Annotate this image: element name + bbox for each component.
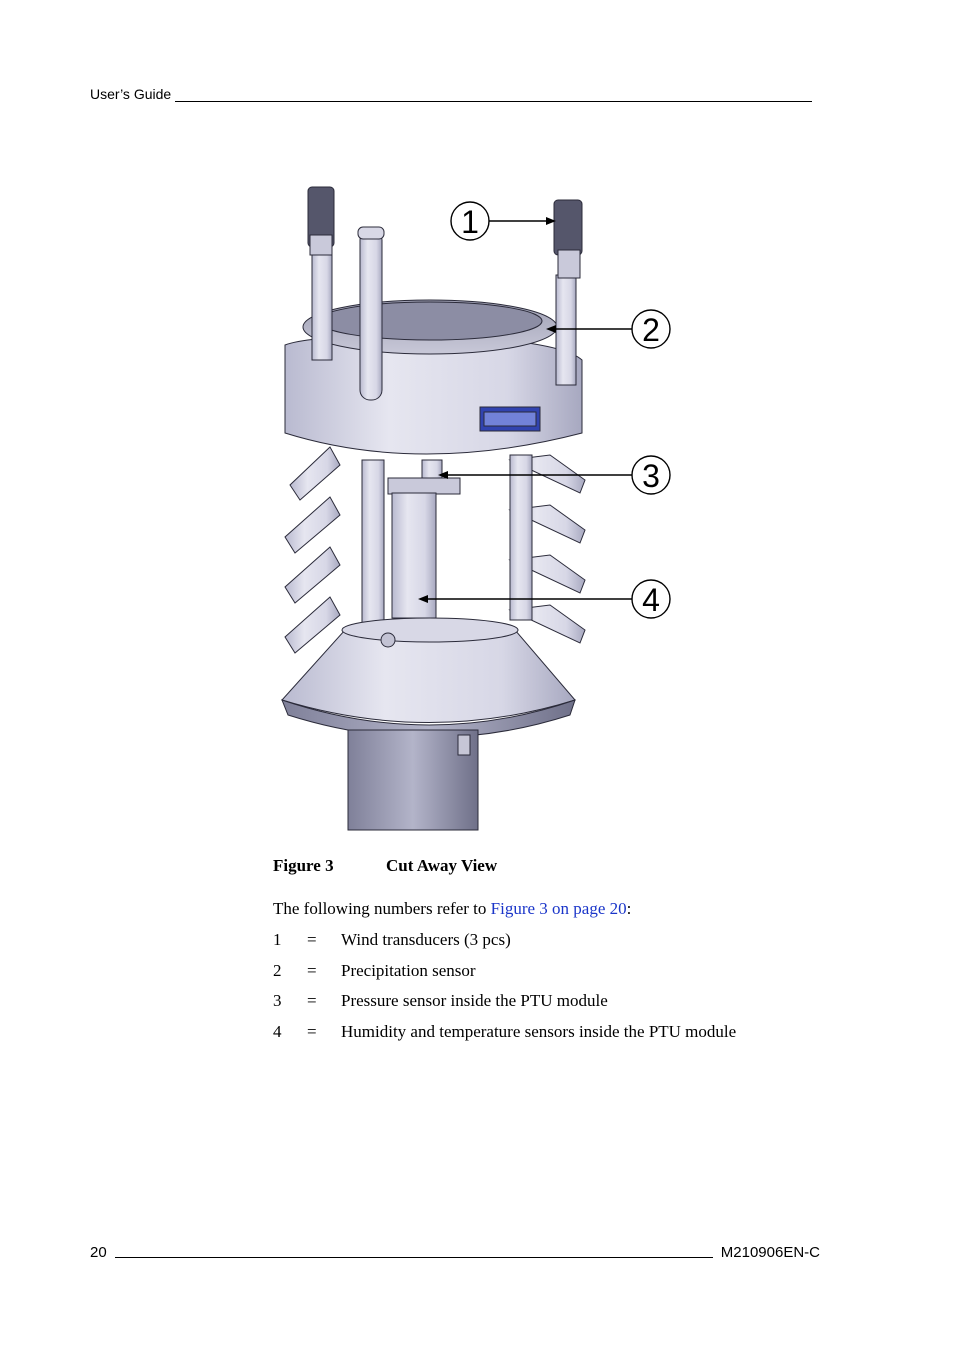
- legend-item: 1 = Wind transducers (3 pcs): [273, 930, 736, 961]
- intro-text: The following numbers refer to: [273, 899, 491, 918]
- device-illustration: [281, 186, 586, 831]
- legend-item-text: Pressure sensor inside the PTU module: [341, 991, 608, 1010]
- figure-caption: Figure 3 Cut Away View: [273, 856, 497, 876]
- legend-item-equals: =: [307, 930, 317, 949]
- legend-item: 4 = Humidity and temperature sensors ins…: [273, 1022, 736, 1053]
- callout-3-arrowhead: [438, 471, 448, 479]
- page-footer: 20 M210906EN-C: [90, 1243, 820, 1261]
- figure-caption-title: Cut Away View: [386, 856, 498, 875]
- page-header: User’s Guide: [90, 86, 812, 102]
- legend-item-number: 3: [273, 991, 282, 1010]
- intro-paragraph: The following numbers refer to Figure 3 …: [273, 899, 631, 919]
- legend-item: 2 = Precipitation sensor: [273, 961, 736, 992]
- legend-item: 3 = Pressure sensor inside the PTU modul…: [273, 991, 736, 1022]
- callout-2-arrowhead: [546, 325, 556, 333]
- cut-away-figure: 1 2 3 4: [281, 186, 671, 831]
- header-rule: [175, 87, 812, 102]
- legend-item-text: Wind transducers (3 pcs): [341, 930, 511, 949]
- legend-item-equals: =: [307, 960, 317, 980]
- callout-4-label: 4: [642, 582, 660, 618]
- legend-item-text: Humidity and temperature sensors inside …: [341, 1021, 737, 1041]
- callout-4-arrowhead: [418, 595, 428, 603]
- figure-caption-number: Figure 3: [273, 856, 334, 875]
- callout-1-arrowhead: [546, 217, 556, 225]
- intro-colon: :: [626, 899, 632, 918]
- legend-list: 1 = Wind transducers (3 pcs) 2 = Precipi…: [273, 930, 736, 1052]
- callout-2-label: 2: [642, 312, 660, 348]
- header-title: User’s Guide: [90, 86, 172, 102]
- document-id: M210906EN-C: [720, 1244, 820, 1261]
- callout-3-label: 3: [642, 458, 660, 494]
- legend-item-number: 2: [273, 960, 282, 980]
- legend-item-equals: =: [307, 1021, 317, 1041]
- figure-reference-link[interactable]: Figure 3 on page 20: [490, 899, 627, 918]
- legend-item-number: 4: [273, 1021, 282, 1041]
- legend-item-text: Precipitation sensor: [341, 960, 476, 980]
- page-number: 20: [90, 1244, 107, 1261]
- footer-rule: [114, 1243, 713, 1258]
- legend-item-equals: =: [307, 991, 317, 1010]
- legend-item-number: 1: [273, 930, 282, 949]
- callout-1-label: 1: [461, 204, 479, 240]
